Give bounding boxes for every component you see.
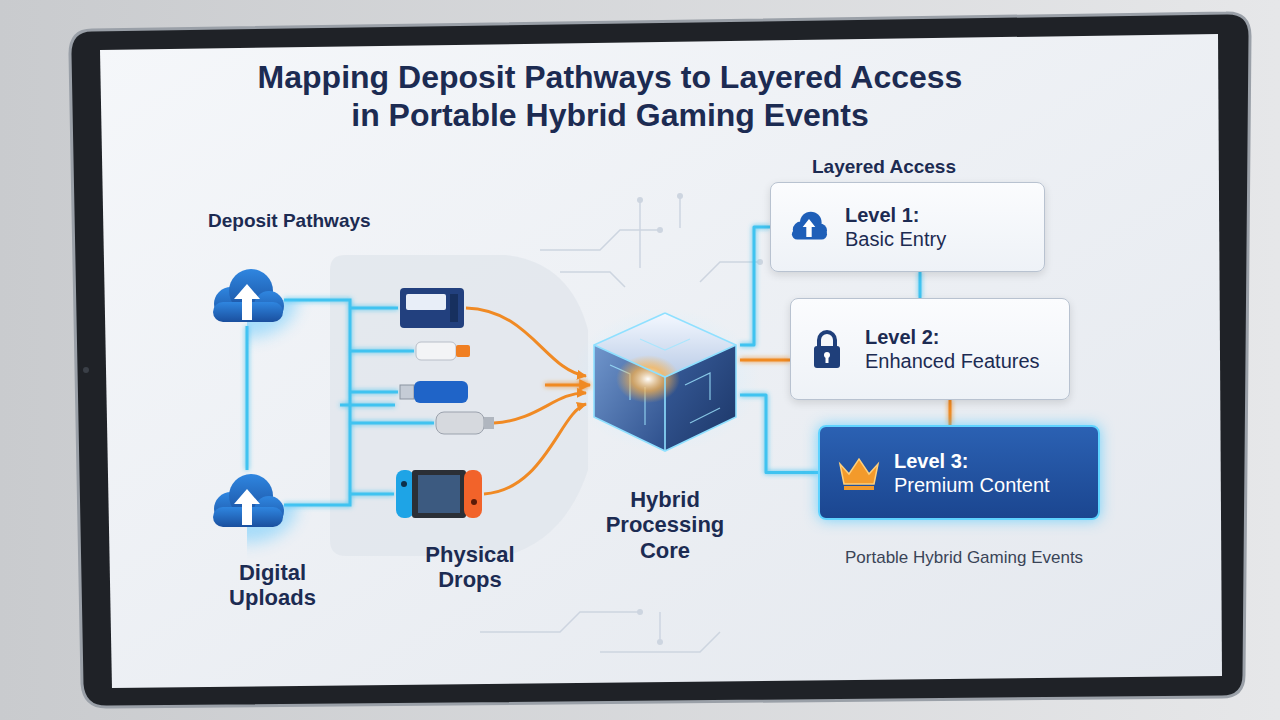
- access-level-box: Level 2:Enhanced Features: [790, 298, 1070, 400]
- connector: [340, 404, 395, 407]
- circuit-pad: [637, 197, 643, 203]
- drop-arrow: [494, 393, 586, 423]
- footer-note: Portable Hybrid Gaming Events: [845, 548, 1083, 568]
- cloud-upload-icon: [197, 262, 297, 338]
- level-title: Level 2:: [865, 325, 1049, 349]
- core-halo: [570, 308, 760, 452]
- cloud-glow: [197, 467, 297, 543]
- cloud-icon-holder: [787, 209, 831, 245]
- access-level-box: Level 1:Basic Entry: [770, 182, 1045, 272]
- upload-wire: [246, 326, 249, 470]
- upload-wire: [350, 422, 434, 425]
- usb-stick: [400, 381, 468, 403]
- usb-plug: [484, 417, 494, 429]
- upload-wire: [350, 391, 398, 394]
- connector: [949, 400, 952, 425]
- processing-cube: [590, 305, 740, 455]
- diagram-title: Mapping Deposit Pathways to Layered Acce…: [248, 58, 972, 134]
- upload-wire: [350, 350, 414, 353]
- circuit-trace: [560, 272, 625, 287]
- crown-icon: [836, 454, 882, 492]
- circuit-trace: [639, 200, 641, 268]
- usb-body: [416, 342, 456, 360]
- cartridge-label: [406, 294, 446, 310]
- console-stick: [471, 499, 477, 505]
- camera-dot: [83, 367, 89, 373]
- console-body: [412, 470, 466, 518]
- usb-body: [436, 412, 484, 434]
- cartridge-body: [400, 288, 464, 328]
- circuit-trace: [540, 230, 660, 250]
- connector: [919, 272, 922, 298]
- circuit-trace: [659, 612, 661, 642]
- cloud-glow: [197, 262, 297, 338]
- cloud-icon: [787, 209, 831, 245]
- usb-cap: [456, 345, 470, 357]
- game-cartridge: [400, 288, 464, 328]
- upload-wire: [350, 307, 398, 310]
- drop-arrows: [466, 308, 586, 494]
- node-label: Digital Uploads: [205, 560, 340, 611]
- usb-stick: [416, 342, 470, 360]
- level-description: Premium Content: [894, 473, 1078, 497]
- connector: [740, 359, 790, 362]
- drop-arrow: [466, 308, 586, 376]
- upload-wire: [284, 300, 350, 505]
- physical-group: Physical Drops: [395, 270, 545, 593]
- connector: [740, 227, 770, 345]
- circuit-pad: [677, 193, 683, 199]
- usb-body: [414, 381, 468, 403]
- lock-icon: [807, 327, 847, 371]
- lock-icon-holder: [807, 327, 847, 371]
- section-heading: Layered Access: [812, 156, 956, 178]
- handheld-console: [396, 470, 482, 518]
- circuit-pad: [637, 609, 643, 615]
- console-screen: [418, 475, 460, 513]
- processing-core: Hybrid Processing Core: [590, 305, 740, 563]
- console-left-grip: [396, 470, 414, 518]
- circuit-trace: [679, 196, 681, 228]
- node-label: Hybrid Processing Core: [590, 487, 740, 563]
- physical-panel: [330, 255, 588, 556]
- upload-arrow: [234, 284, 260, 320]
- level-description: Basic Entry: [845, 227, 1024, 251]
- cloud-shape: [213, 474, 284, 527]
- cloud-upload-icon: [197, 467, 297, 543]
- upload-group: Digital Uploads: [205, 270, 340, 611]
- usb-stick: [436, 412, 494, 434]
- console-stick: [401, 481, 407, 487]
- usb-plug: [400, 385, 414, 399]
- crown-icon-holder: [836, 454, 882, 492]
- tablet-frame: [70, 13, 1250, 707]
- circuit-pad: [757, 259, 763, 265]
- connector: [740, 395, 818, 473]
- circuit-pad: [657, 639, 663, 645]
- section-heading: Deposit Pathways: [208, 210, 371, 232]
- cartridge-grip: [450, 294, 458, 322]
- access-level-box: Level 3:Premium Content: [818, 425, 1100, 520]
- node-label: Physical Drops: [395, 542, 545, 593]
- level-title: Level 1:: [845, 203, 1024, 227]
- tablet-screen: [100, 34, 1222, 688]
- console-right-grip: [464, 470, 482, 518]
- upload-arrow: [234, 489, 260, 525]
- circuit-trace: [700, 262, 760, 282]
- connector: [545, 384, 590, 387]
- upload-wire: [350, 493, 394, 496]
- level-title: Level 3:: [894, 449, 1078, 473]
- cloud-shape: [213, 269, 284, 322]
- level-description: Enhanced Features: [865, 349, 1049, 373]
- circuit-pad: [657, 227, 663, 233]
- drop-arrow: [484, 404, 586, 494]
- circuit-trace: [480, 612, 640, 632]
